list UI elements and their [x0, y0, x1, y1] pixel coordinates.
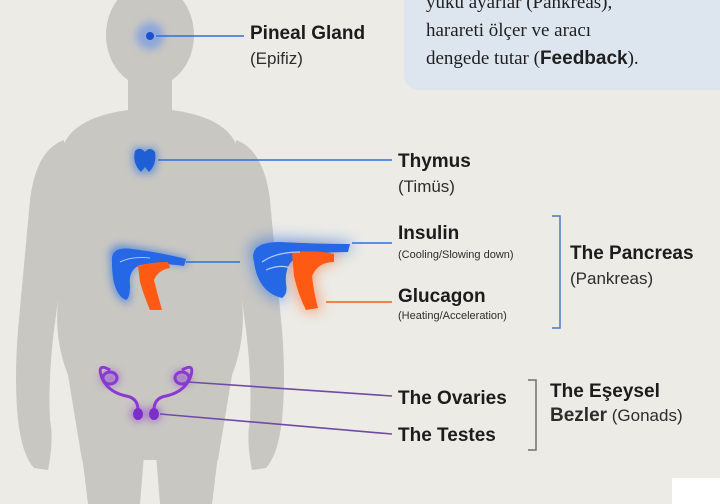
ovaries-label: The Ovaries — [398, 389, 507, 408]
corner-patch — [672, 478, 720, 504]
thymus-label: Thymus — [398, 152, 471, 171]
testes-label: The Testes — [398, 426, 496, 445]
feedback-keyword: Feedback — [540, 48, 628, 69]
note-line-3: dengede tutar (Feedback). — [426, 48, 639, 70]
gonads-label-line-2: Bezler (Gonads) — [550, 406, 683, 425]
pineal-gland-sublabel: (Epifiz) — [250, 50, 303, 67]
pancreas-bracket — [552, 216, 560, 328]
note-line-2: harareti ölçer ve aracı — [426, 20, 591, 42]
glucagon-label: Glucagon — [398, 287, 486, 306]
pancreas-sublabel: (Pankreas) — [570, 270, 653, 287]
gonads-label-line-1: The Eşeysel — [550, 382, 660, 401]
pancreas-label: The Pancreas — [570, 244, 694, 263]
note-line-1: yükü ayarlar (Pankreas), — [426, 0, 612, 14]
pineal-gland-label: Pineal Gland — [250, 24, 365, 43]
gonads-bracket — [528, 380, 536, 450]
info-note: yükü ayarlar (Pankreas), harareti ölçer … — [404, 0, 720, 90]
insulin-description: (Cooling/Slowing down) — [398, 250, 514, 261]
thymus-sublabel: (Timüs) — [398, 178, 455, 195]
insulin-label: Insulin — [398, 224, 459, 243]
glucagon-description: (Heating/Acceleration) — [398, 311, 507, 322]
